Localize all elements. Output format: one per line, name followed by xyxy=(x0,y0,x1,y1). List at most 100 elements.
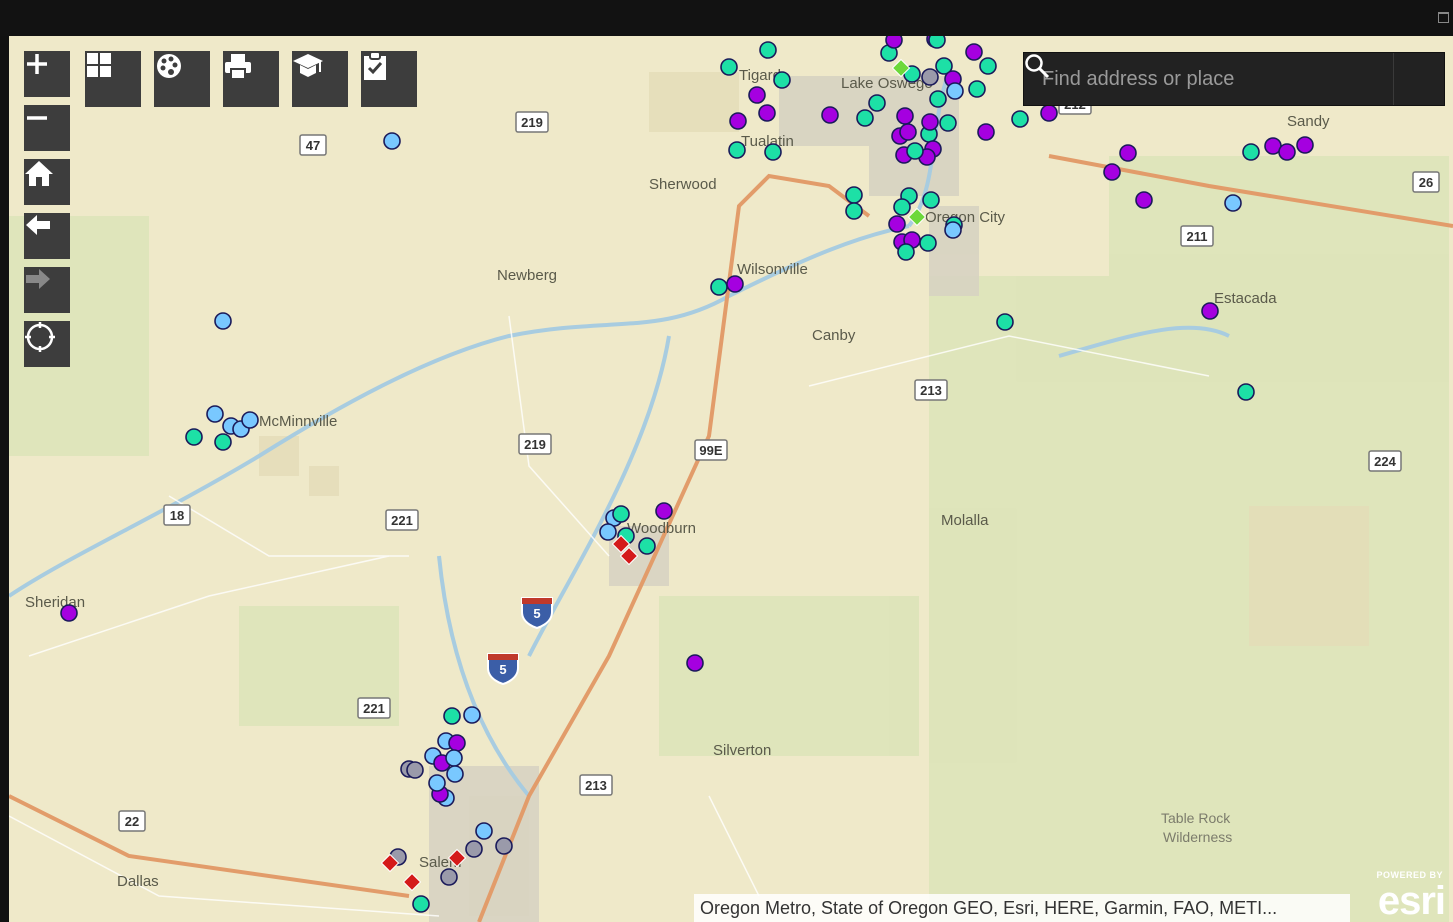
map-marker[interactable] xyxy=(748,86,766,104)
map-marker[interactable] xyxy=(946,82,964,100)
map-marker[interactable] xyxy=(185,428,203,446)
map-marker-diamond[interactable] xyxy=(907,207,927,227)
map-marker[interactable] xyxy=(206,405,224,423)
map-marker[interactable] xyxy=(922,191,940,209)
home-button[interactable] xyxy=(24,159,70,205)
clipboard-button[interactable] xyxy=(361,51,417,107)
map-marker[interactable] xyxy=(764,143,782,161)
map-marker[interactable] xyxy=(463,706,481,724)
place-label: Oregon City xyxy=(925,209,1006,226)
place-label: Sandy xyxy=(1287,113,1330,130)
map-marker[interactable] xyxy=(921,113,939,131)
map-marker[interactable] xyxy=(935,57,953,75)
map-marker[interactable] xyxy=(729,112,747,130)
map-marker[interactable] xyxy=(214,312,232,330)
map-marker[interactable] xyxy=(495,837,513,855)
map-marker[interactable] xyxy=(965,43,983,61)
map-marker-diamond[interactable] xyxy=(380,853,400,873)
map-marker[interactable] xyxy=(856,109,874,127)
zoom-out-button[interactable] xyxy=(24,105,70,151)
map-marker[interactable] xyxy=(655,502,673,520)
search-button[interactable] xyxy=(1025,53,1444,105)
search-input[interactable] xyxy=(1024,53,1393,105)
map-view[interactable]: 219472122621121321999E224182215522121322… xyxy=(9,36,1453,922)
map-marker[interactable] xyxy=(446,765,464,783)
map-marker[interactable] xyxy=(406,761,424,779)
map-marker[interactable] xyxy=(868,94,886,112)
map-marker[interactable] xyxy=(728,141,746,159)
map-marker-diamond[interactable] xyxy=(891,58,911,78)
map-marker[interactable] xyxy=(1242,143,1260,161)
map-marker[interactable] xyxy=(896,107,914,125)
maximize-icon[interactable] xyxy=(1438,12,1449,23)
map-marker[interactable] xyxy=(919,234,937,252)
map-marker[interactable] xyxy=(821,106,839,124)
map-marker-diamond[interactable] xyxy=(611,534,631,554)
map-marker[interactable] xyxy=(465,840,483,858)
map-marker[interactable] xyxy=(720,58,738,76)
map-marker[interactable] xyxy=(845,186,863,204)
map-marker[interactable] xyxy=(773,71,791,89)
map-marker[interactable] xyxy=(1296,136,1314,154)
printer-icon xyxy=(225,54,251,80)
map-marker[interactable] xyxy=(1119,144,1137,162)
map-marker[interactable] xyxy=(899,123,917,141)
map-marker[interactable] xyxy=(440,868,458,886)
map-marker[interactable] xyxy=(428,774,446,792)
map-marker[interactable] xyxy=(845,202,863,220)
map-marker[interactable] xyxy=(448,734,466,752)
back-button[interactable] xyxy=(24,213,70,259)
map-marker[interactable] xyxy=(928,36,946,49)
svg-text:224: 224 xyxy=(1374,454,1396,469)
map-marker[interactable] xyxy=(885,36,903,49)
education-button[interactable] xyxy=(292,51,348,107)
map-marker[interactable] xyxy=(929,90,947,108)
locate-button[interactable] xyxy=(24,321,70,367)
map-marker[interactable] xyxy=(979,57,997,75)
place-label: Canby xyxy=(812,327,856,344)
map-marker[interactable] xyxy=(241,411,259,429)
esri-logo[interactable]: POWERED BY esri xyxy=(1363,870,1449,922)
map-marker[interactable] xyxy=(686,654,704,672)
map-marker[interactable] xyxy=(759,41,777,59)
map-marker[interactable] xyxy=(475,822,493,840)
map-marker[interactable] xyxy=(1011,110,1029,128)
map-marker[interactable] xyxy=(412,895,430,913)
basemap-gallery-button[interactable] xyxy=(85,51,141,107)
map-marker[interactable] xyxy=(599,523,617,541)
map-marker[interactable] xyxy=(445,749,463,767)
map-marker[interactable] xyxy=(1278,143,1296,161)
map-marker[interactable] xyxy=(939,114,957,132)
map-marker[interactable] xyxy=(897,243,915,261)
map-marker[interactable] xyxy=(1224,194,1242,212)
map-marker[interactable] xyxy=(60,604,78,622)
map-marker[interactable] xyxy=(1135,191,1153,209)
layers-button[interactable] xyxy=(154,51,210,107)
map-marker[interactable] xyxy=(443,707,461,725)
map-marker[interactable] xyxy=(944,221,962,239)
map-marker[interactable] xyxy=(996,313,1014,331)
map-marker[interactable] xyxy=(1103,163,1121,181)
map-marker-diamond[interactable] xyxy=(447,848,467,868)
map-marker[interactable] xyxy=(1237,383,1255,401)
map-marker[interactable] xyxy=(921,68,939,86)
map-marker[interactable] xyxy=(888,215,906,233)
map-marker[interactable] xyxy=(726,275,744,293)
map-marker[interactable] xyxy=(612,505,630,523)
map-marker[interactable] xyxy=(977,123,995,141)
print-button[interactable] xyxy=(223,51,279,107)
map-marker[interactable] xyxy=(893,198,911,216)
map-marker[interactable] xyxy=(710,278,728,296)
map-marker-diamond[interactable] xyxy=(402,872,422,892)
map-marker[interactable] xyxy=(1201,302,1219,320)
map-marker[interactable] xyxy=(638,537,656,555)
forward-button[interactable] xyxy=(24,267,70,313)
map-marker-diamond[interactable] xyxy=(619,546,639,566)
map-marker[interactable] xyxy=(758,104,776,122)
map-marker[interactable] xyxy=(383,132,401,150)
map-marker[interactable] xyxy=(968,80,986,98)
zoom-in-button[interactable] xyxy=(24,51,70,97)
map-marker[interactable] xyxy=(906,142,924,160)
map-marker[interactable] xyxy=(214,433,232,451)
map-marker[interactable] xyxy=(1040,104,1058,122)
